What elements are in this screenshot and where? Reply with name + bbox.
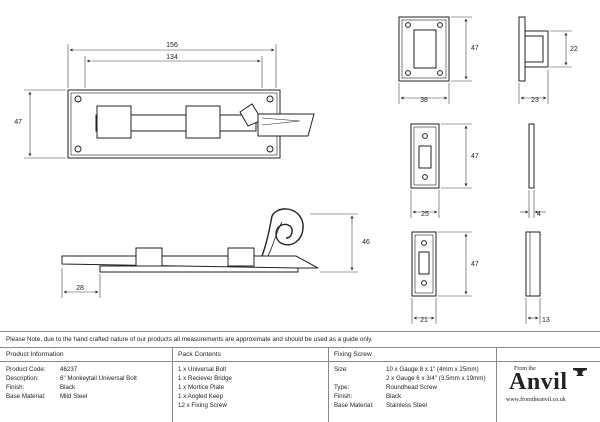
divider-col-1 [172, 348, 173, 422]
product-code-value: 46237 [60, 366, 78, 373]
pack-item: 1 x Mortice Plate [178, 384, 225, 391]
dim-bolt-length: 156 [166, 42, 178, 49]
screw-material-value: Stainless Steel [386, 402, 427, 409]
base-material-label: Base Material: [6, 393, 46, 400]
dim-plate-length: 134 [166, 54, 178, 61]
description-label: Description: [6, 375, 39, 382]
base-material-value: Mild Steel [60, 393, 88, 400]
fixing-screw-title: Fixing Screw [334, 351, 372, 358]
pack-contents-title: Pack Contents [178, 351, 221, 358]
finish-value: Black [60, 384, 76, 391]
angled-keep-front-dims [411, 231, 472, 324]
divider-header [0, 361, 600, 362]
dim-bridge-side-depth: 23 [531, 97, 539, 104]
screw-finish-value: Black [386, 393, 402, 400]
technical-drawing: 156 134 47 46 28 47 38 [14, 16, 578, 324]
divider-col-3 [496, 348, 497, 422]
dim-angled-height: 47 [471, 261, 479, 268]
receiver-bridge-side-dims [518, 30, 572, 104]
mortice-plate-side [528, 123, 535, 189]
screw-material-label: Base Material: [334, 402, 374, 409]
mortice-plate-front-dims [410, 123, 472, 218]
receiver-bridge-front-dims [398, 16, 472, 104]
mortice-plate-side-dims [520, 190, 546, 218]
pack-item: 1 x Angled Keep [178, 393, 224, 400]
dim-bridge-width: 38 [420, 97, 428, 104]
pack-item: 1 x Universal Bolt [178, 366, 227, 373]
product-info-title: Product Information [6, 351, 64, 358]
dim-angled-depth: 13 [542, 317, 550, 324]
pack-item: 1 x Reciever Bridge [178, 375, 232, 382]
dim-angled-width: 21 [420, 317, 428, 324]
screw-size-value: 10 x Gauge 8 x 1" (4mm x 25mm) [386, 366, 479, 373]
measurement-note: Please Note, due to the hand crafted nat… [6, 336, 373, 343]
logo-from-the: From the [514, 366, 536, 372]
angled-keep-side-dims [525, 298, 541, 324]
dim-bolt-side-offset: 28 [76, 285, 84, 292]
screw-finish-label: Finish: [334, 393, 353, 400]
dim-mortice-height: 47 [471, 153, 479, 160]
bolt-front-dimensions [24, 44, 277, 159]
angled-keep-front [411, 231, 437, 297]
product-code-label: Product Code: [6, 366, 46, 373]
pack-item: 12 x Fixing Screw [178, 402, 227, 409]
divider-table [0, 347, 600, 348]
screw-type-value: Roundhead Screw [386, 384, 437, 391]
logo-name: Anvil [509, 369, 568, 395]
dim-bridge-height: 47 [471, 45, 479, 52]
dim-mortice-depth: 4 [537, 211, 541, 218]
mortice-plate-front [410, 123, 440, 189]
dim-bolt-side-height: 46 [362, 239, 370, 246]
dim-bridge-side-height: 22 [570, 46, 578, 53]
angled-keep-side [525, 231, 541, 297]
bolt-side-view [61, 208, 319, 273]
screw-size-value-2: 2 x Gauge 6 x 3/4" (3.5mm x 19mm) [386, 375, 486, 382]
anvil-icon [573, 368, 587, 376]
finish-label: Finish: [6, 384, 25, 391]
divider-col-2 [328, 348, 329, 422]
description-value: 6" Monkeytail Universal Bolt [60, 375, 137, 382]
screw-size-label: Size: [334, 366, 348, 373]
divider-top [0, 331, 600, 332]
dim-plate-height: 47 [14, 119, 22, 126]
bolt-side-dimensions [61, 213, 358, 298]
receiver-bridge-front [398, 16, 450, 82]
bolt-front-view [67, 89, 315, 159]
logo-url: www.fromtheanvil.co.uk [506, 397, 566, 403]
screw-type-label: Type: [334, 384, 350, 391]
dim-mortice-width: 25 [421, 211, 429, 218]
receiver-bridge-side [518, 16, 549, 82]
